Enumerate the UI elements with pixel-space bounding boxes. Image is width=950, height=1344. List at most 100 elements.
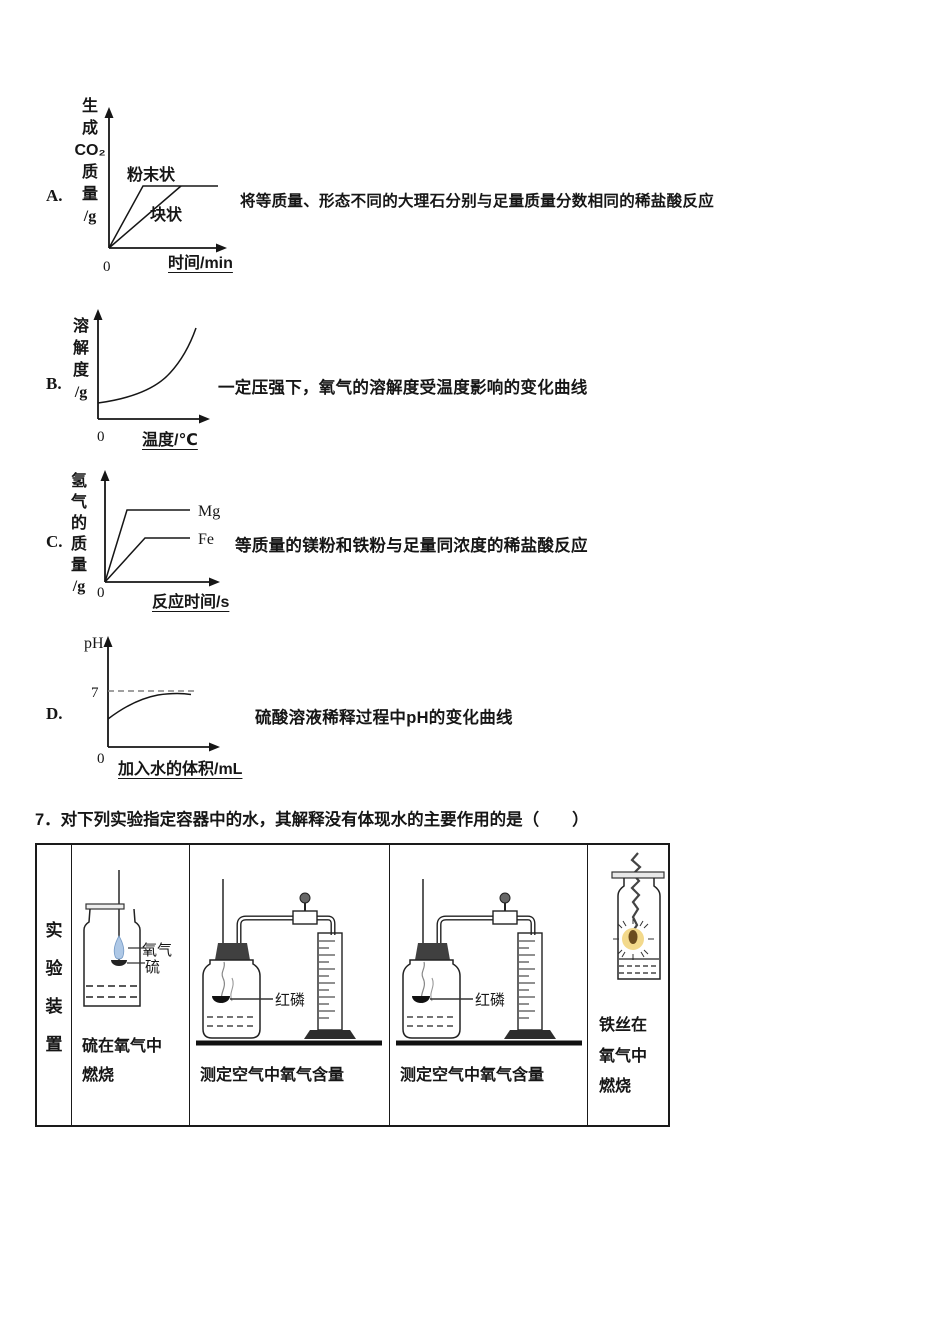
tube-inner [237, 916, 293, 943]
x-axis-arrow [199, 414, 210, 424]
option-d-letter: D. [46, 704, 63, 723]
option-b-letter: B. [46, 374, 62, 393]
cylinder-base [504, 1030, 556, 1039]
spark-rays [613, 919, 654, 960]
curve-powder [108, 185, 218, 249]
graph-a-marble-hcl: 粉末状 块状 0 [103, 107, 227, 275]
combustion-spoon [212, 996, 230, 1003]
graph-d-axes [107, 645, 211, 748]
red-phosphorus-label: 红磷 [275, 992, 306, 1009]
curve-fe [104, 537, 190, 583]
tube-outer [236, 915, 293, 943]
cylinder-graduations [319, 940, 335, 1019]
bottle-lid [611, 871, 665, 879]
reaction-bottle [202, 959, 261, 1039]
smoke [420, 961, 426, 1004]
cell-oxygen-content-2: 红磷 测定空气中氧气含量 [390, 845, 588, 1125]
burning-iron-tip [628, 930, 638, 944]
graph-d-tick-7: 7 [91, 685, 99, 701]
caption-line: 燃烧 [599, 1078, 632, 1095]
cell-oxygen-content-1: 红磷 测定空气中氧气含量 [190, 845, 390, 1125]
graph-c-y-axis-label: 氢 气 的 质 量 /g [70, 473, 87, 595]
tube-inner [317, 916, 335, 935]
curve-powder-label: 粉末状 [127, 165, 176, 184]
graph-c-x-axis-label: 反应时间/s [152, 594, 230, 611]
coiled-iron-wire [630, 852, 642, 936]
graph-b-oxygen-solubility: 0 [93, 309, 210, 445]
smoke [230, 977, 234, 1002]
rubber-stopper [415, 943, 450, 960]
caption-line: 氧气中 [599, 1048, 648, 1065]
graph-d-ph-dilution: pH 7 0 [84, 635, 220, 767]
valve-knob [299, 892, 311, 904]
curve-ph [107, 692, 192, 720]
graph-c-axes [104, 479, 211, 583]
option-c-letter: C. [46, 532, 63, 551]
caption-line: 铁丝在 [599, 1017, 648, 1034]
x-axis-arrow [216, 243, 227, 253]
cell-iron-wire-in-oxygen: 铁丝在 氧气中 燃烧 [588, 845, 668, 1125]
gas-bottle [617, 878, 661, 980]
table-row-header: 实 验 装 置 [37, 845, 72, 1125]
phosphorus-apparatus-diagram [396, 879, 582, 1046]
graph-a-axes [108, 116, 218, 249]
graph-b-origin: 0 [97, 429, 105, 445]
cylinder-graduations [519, 940, 535, 1019]
oxygen-label: 氧气 [142, 942, 173, 959]
graph-d-origin: 0 [97, 751, 105, 767]
iron-wire-bottle-diagram [611, 852, 665, 980]
graph-c-mg-fe-hydrogen: Mg Fe 0 [97, 470, 220, 601]
x-axis-arrow [209, 577, 220, 587]
rubber-stopper [215, 943, 250, 960]
tube-inner [517, 916, 535, 935]
option-a-description: 将等质量、形态不同的大理石分别与足量质量分数相同的稀盐酸反应 [240, 193, 715, 210]
valve-knob [499, 892, 511, 904]
option-b-description: 一定压强下，氧气的溶解度受温度影响的变化曲线 [218, 379, 588, 397]
curve-lump-label: 块状 [150, 205, 183, 224]
graph-c-origin: 0 [97, 585, 105, 601]
combustion-spoon [412, 996, 430, 1003]
graph-a-y-axis-label: 生 成 CO₂ 质 量 /g [74, 98, 106, 225]
experiment-table: 实 验 装 置 氧气 硫 硫在氧气中 燃烧 [35, 843, 670, 1127]
graph-d-x-axis-label: 加入水的体积/mL [118, 761, 243, 778]
y-axis-arrow [93, 309, 103, 320]
curve-mg-label: Mg [198, 503, 220, 520]
question-7-text: 7．对下列实验指定容器中的水，其解释没有体现水的主要作用的是（ ） [35, 811, 589, 829]
cell-sulfur-in-oxygen: 氧气 硫 硫在氧气中 燃烧 [72, 845, 190, 1125]
caption-line: 燃烧 [82, 1067, 115, 1084]
tube-outer [436, 915, 493, 943]
sulfur-bottle-diagram [83, 870, 145, 1007]
option-a-letter: A. [46, 186, 63, 205]
reaction-bottle [402, 959, 461, 1039]
option-c-description: 等质量的镁粉和铁粉与足量同浓度的稀盐酸反应 [235, 537, 588, 555]
graph-b-y-axis-label: 溶 解 度 /g [72, 318, 89, 401]
cylinder-base [304, 1030, 356, 1039]
combustion-spoon [111, 960, 127, 966]
caption-line: 硫在氧气中 [82, 1038, 163, 1055]
caption-line: 测定空气中氧气含量 [200, 1067, 345, 1084]
option-d-description: 硫酸溶液稀释过程中pH的变化曲线 [255, 709, 513, 727]
tube-inner [437, 916, 493, 943]
graph-b-axes [97, 318, 201, 420]
graph-b-x-axis-label: 温度/℃ [142, 432, 198, 449]
graph-a-origin: 0 [103, 259, 111, 275]
smoke [220, 961, 226, 1004]
curve-mg [104, 509, 190, 583]
x-axis-arrow [209, 742, 220, 752]
graph-d-y-axis-label: pH [84, 635, 104, 652]
phosphorus-apparatus-diagram [196, 879, 382, 1046]
curve-fe-label: Fe [198, 531, 214, 548]
stopcock-valve [492, 910, 518, 925]
gas-bottle [83, 908, 141, 1007]
smoke [430, 977, 434, 1002]
curve-solubility [97, 327, 197, 404]
stopcock-valve [292, 910, 318, 925]
sulfur-label: 硫 [145, 959, 161, 976]
blue-flame [113, 935, 125, 960]
curve-lump [108, 185, 182, 249]
red-phosphorus-label: 红磷 [475, 992, 506, 1009]
y-axis-arrow [104, 107, 114, 118]
graph-a-x-axis-label: 时间/min [168, 255, 233, 272]
bottle-lid [85, 903, 125, 910]
